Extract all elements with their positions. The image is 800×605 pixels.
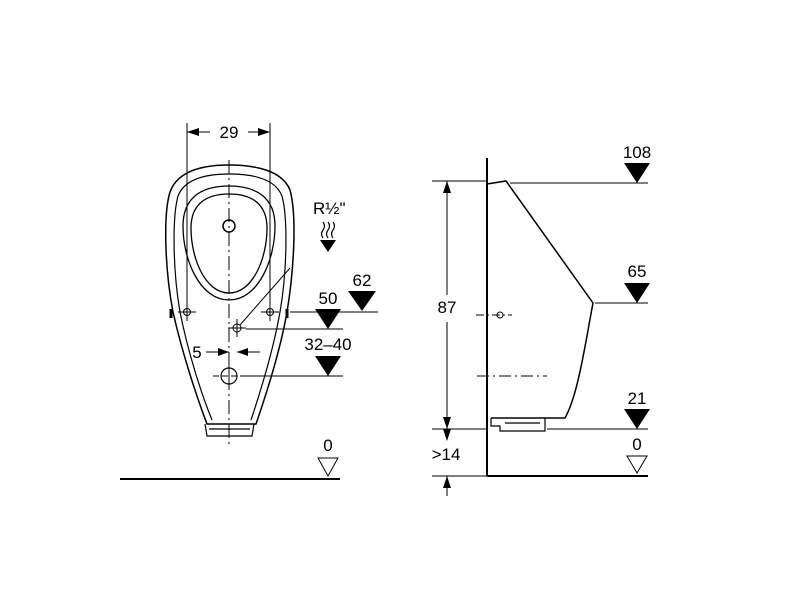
- dim-87-arrow-top: [443, 181, 451, 193]
- level-108-marker-icon: [624, 163, 650, 183]
- level-62-label: 62: [353, 271, 372, 290]
- dim-29-arrow-right: [258, 128, 270, 136]
- level-108-label: 108: [623, 143, 651, 162]
- side-fixing-point: [476, 311, 512, 319]
- outlet-fitting: [490, 418, 546, 432]
- level-65-label: 65: [628, 262, 647, 281]
- level-65-marker-icon: [624, 283, 650, 303]
- water-inlet-cross: [228, 319, 246, 337]
- fixing-cross-left: [178, 303, 196, 321]
- urinal-side-profile: [486, 180, 594, 419]
- side-view: 87 >14 108 65 21 0: [432, 143, 651, 496]
- offset-5-arrow-left: [218, 348, 229, 356]
- offset-5-label: 5: [192, 343, 201, 362]
- level-32-40-label: 32–40: [304, 335, 351, 354]
- dim-29-arrow-left: [187, 128, 199, 136]
- offset-5-arrow-right: [237, 348, 248, 356]
- thread-leader-line: [239, 267, 291, 326]
- side-floor-0-label: 0: [632, 435, 641, 454]
- urinal-outer-outline: [164, 164, 295, 425]
- side-floor-marker-icon: [626, 455, 648, 474]
- level-50-label: 50: [319, 289, 338, 308]
- dim-87-label: 87: [438, 298, 457, 317]
- level-50-marker-icon: [315, 309, 341, 329]
- level-21-marker-icon: [624, 409, 650, 429]
- fixing-cross-right: [261, 303, 279, 321]
- dim-14-arrow-top: [443, 429, 451, 441]
- front-floor-marker-icon: [317, 457, 339, 478]
- level-21-label: 21: [628, 389, 647, 408]
- water-supply-icon: [320, 221, 336, 239]
- waste-outlet-circle: [213, 364, 245, 388]
- dim-29-label: 29: [220, 123, 239, 142]
- level-62-marker-icon: [348, 291, 376, 311]
- level-32-40-marker-icon: [315, 356, 341, 376]
- dim-87-arrow-bottom: [443, 417, 451, 429]
- thread-label: R½": [313, 199, 346, 218]
- dim-14-label: >14: [432, 445, 461, 464]
- front-view: 29 R½" 62 50: [120, 123, 378, 480]
- water-supply-arrow-icon: [320, 240, 336, 252]
- dim-14-arrow-bottom: [443, 476, 451, 488]
- front-floor-0-label: 0: [323, 436, 332, 455]
